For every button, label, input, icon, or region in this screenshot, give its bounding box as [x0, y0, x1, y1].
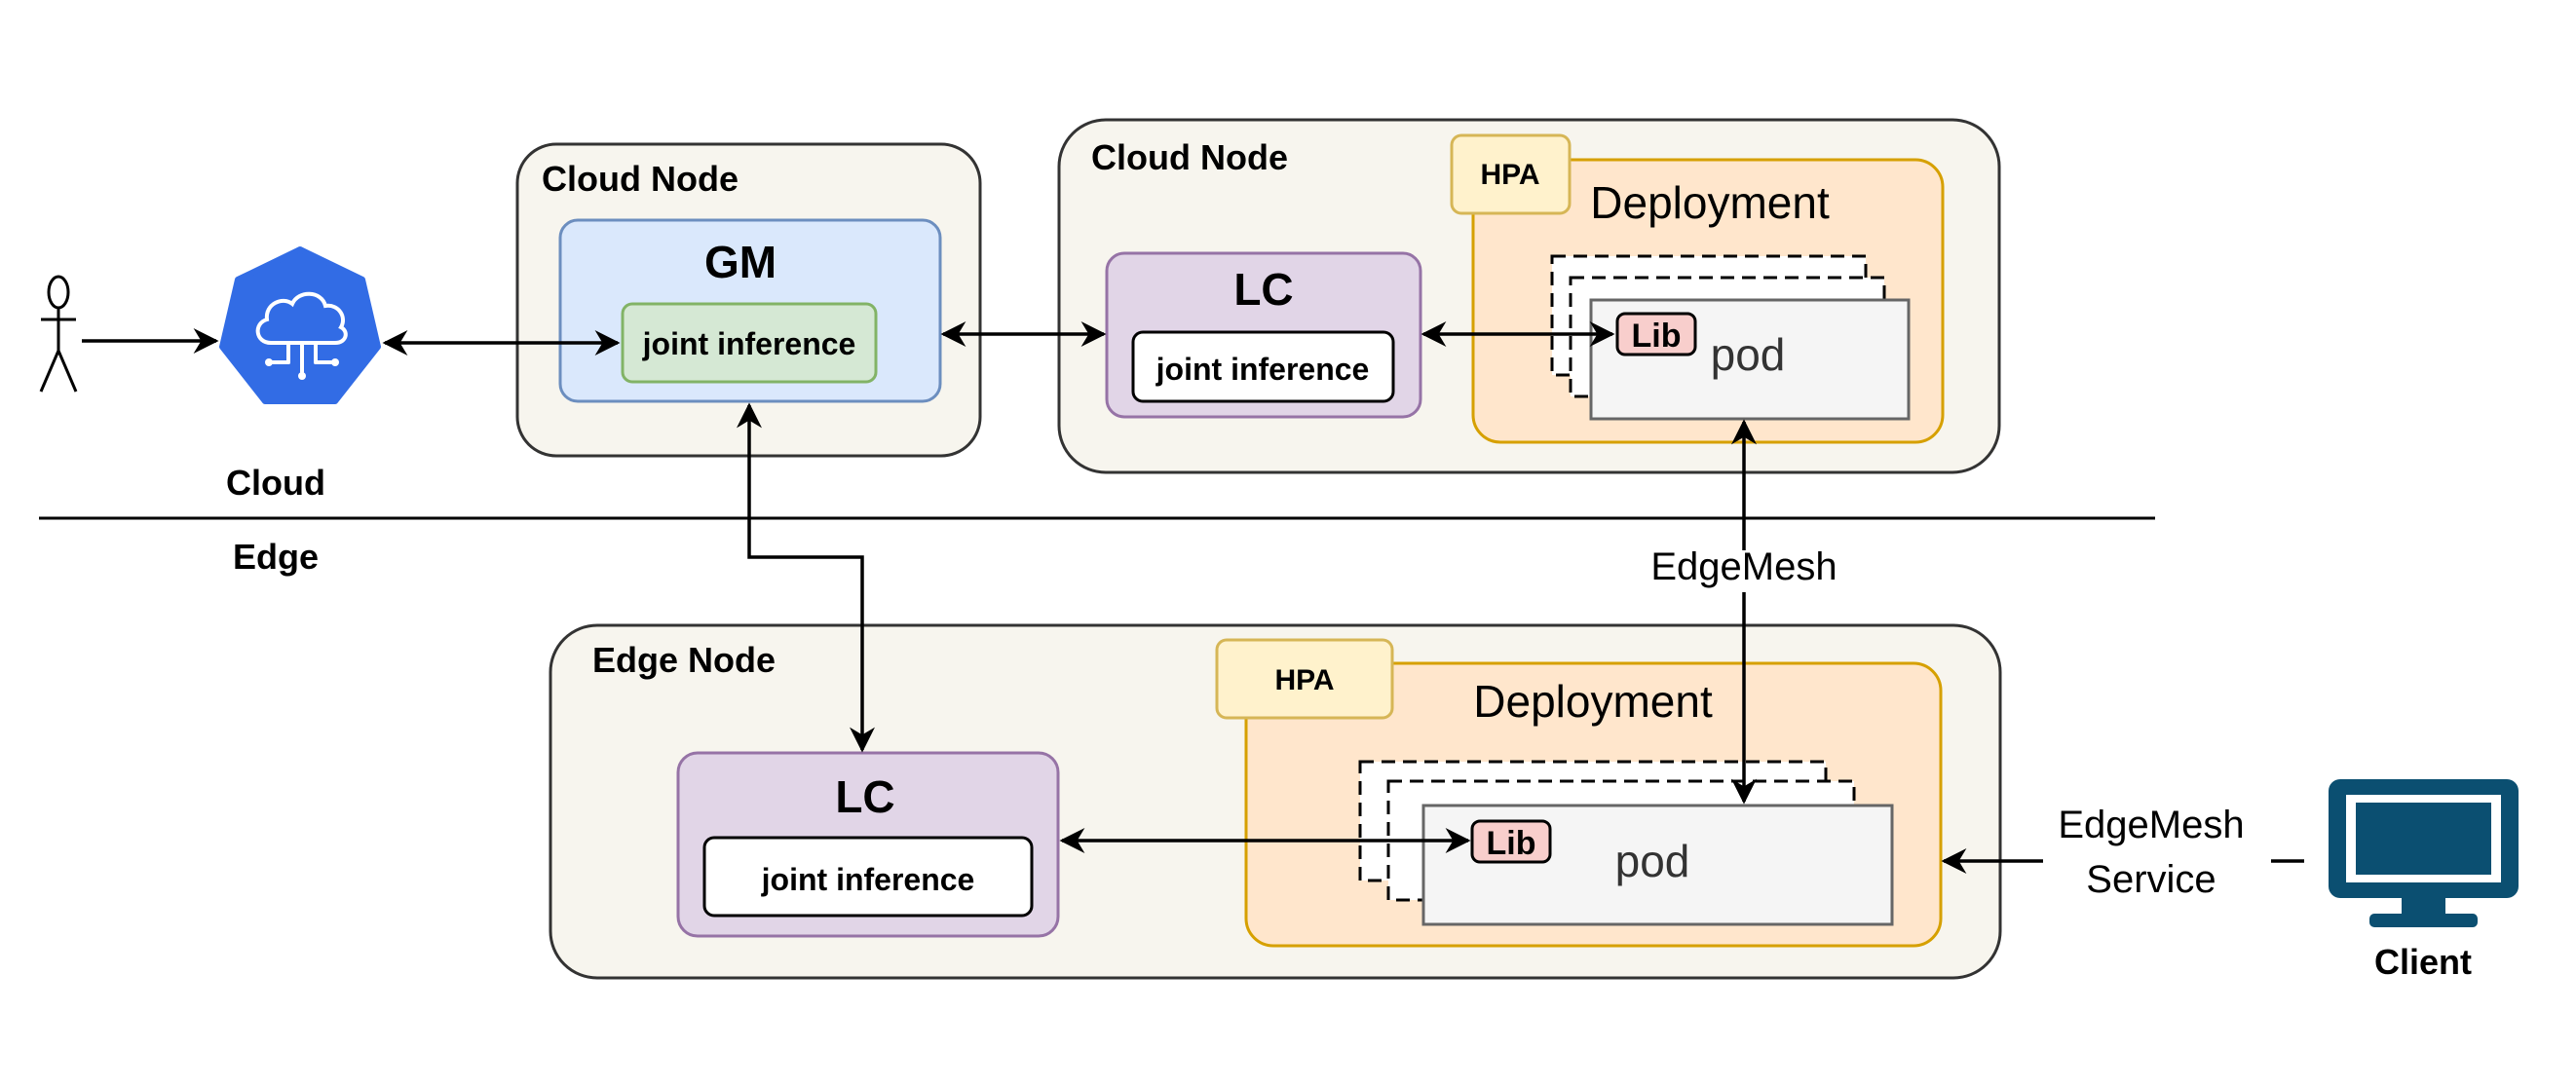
gm-label: GM — [704, 237, 777, 287]
edge-lc-box[interactable]: LC joint inference — [676, 751, 1060, 938]
arrow-gm-edge-lc — [737, 402, 875, 753]
connectors — [82, 321, 2304, 874]
cloud-node-title: Cloud Node — [1091, 137, 1288, 177]
cloud-lc-joint-inference-label: joint inference — [1155, 352, 1370, 387]
cloud-lc-joint-inference-box[interactable]: joint inference — [1131, 330, 1395, 403]
cloud-lc-box[interactable]: LC joint inference — [1105, 251, 1422, 419]
cloud-hpa-label: HPA — [1480, 159, 1539, 191]
edge-hpa-badge[interactable]: HPA — [1215, 638, 1394, 720]
edge-lc-joint-inference-box[interactable]: joint inference — [702, 836, 1034, 918]
edgemesh-service-label-line2: Service — [2086, 858, 2216, 901]
cloud-lib-badge[interactable]: Lib — [1615, 312, 1697, 356]
edge-node[interactable]: Edge Node LC joint inference Deployment … — [549, 623, 2002, 980]
cloud-lc-label: LC — [1233, 264, 1293, 315]
edgemesh-service-label-line1: EdgeMesh — [2058, 804, 2244, 846]
gm-box[interactable]: GM joint inference — [558, 218, 942, 403]
edgemesh-label: EdgeMesh — [1650, 545, 1837, 588]
cloud-deployment-box[interactable]: Deployment pod Lib — [1471, 158, 1945, 444]
cloud-node-title: Cloud Node — [542, 159, 739, 199]
cloud-lib-label: Lib — [1632, 318, 1682, 355]
cloud-pod-box[interactable]: pod Lib — [1589, 298, 1911, 421]
stick-figure-icon — [39, 275, 78, 393]
edge-lib-badge[interactable]: Lib — [1470, 819, 1552, 864]
edge-pod-label: pod — [1615, 836, 1690, 886]
edge-lc-label: LC — [835, 771, 894, 822]
gm-joint-inference-label: joint inference — [642, 326, 856, 361]
edge-pod-box[interactable]: pod Lib — [1421, 804, 1894, 926]
gm-joint-inference-box[interactable]: joint inference — [621, 302, 878, 384]
client-label: Client — [2374, 942, 2472, 982]
cloud-pod-label: pod — [1711, 329, 1786, 380]
edge-deployment-label: Deployment — [1473, 676, 1713, 727]
edge-lc-joint-inference-label: joint inference — [761, 862, 975, 897]
cloud-label: Cloud — [226, 463, 325, 503]
edge-lib-label: Lib — [1487, 825, 1536, 862]
cloud-node-gm[interactable]: Cloud Node GM joint inference — [515, 142, 982, 458]
cloud-hpa-badge[interactable]: HPA — [1450, 133, 1572, 215]
edge-node-title: Edge Node — [592, 640, 776, 680]
monitor-icon — [2329, 779, 2519, 927]
kubernetes-cloud-icon — [219, 246, 381, 404]
edge-label: Edge — [233, 537, 319, 577]
cloud-node-lc[interactable]: Cloud Node LC joint inference Deployment… — [1057, 118, 2001, 474]
cloud-deployment-label: Deployment — [1590, 177, 1830, 228]
edge-deployment-box[interactable]: Deployment pod Lib — [1244, 661, 1943, 948]
edge-hpa-label: HPA — [1274, 664, 1334, 696]
